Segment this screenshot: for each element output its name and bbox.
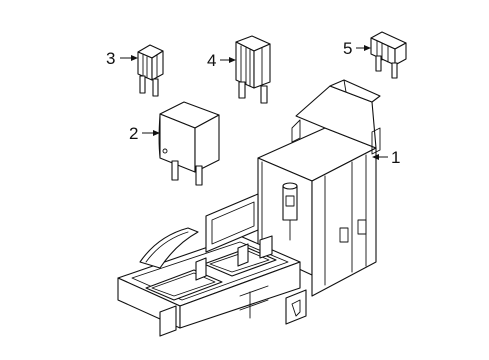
part-3-mini-fuse[interactable] xyxy=(137,44,164,97)
callout-leader-4 xyxy=(220,57,236,63)
part-2-relay[interactable] xyxy=(158,101,220,186)
callout-3-label: 3 xyxy=(106,49,115,68)
callout-1-label: 1 xyxy=(391,148,400,167)
callout-leader-5 xyxy=(356,45,371,51)
callout-5-label: 5 xyxy=(343,39,352,58)
part-5-fuse[interactable] xyxy=(370,31,407,79)
callout-4-label: 4 xyxy=(207,51,216,70)
part-1-fuse-box[interactable] xyxy=(117,79,381,337)
callout-leader-2 xyxy=(142,130,160,136)
callout-leader-1 xyxy=(372,154,388,160)
callout-leader-3 xyxy=(120,55,138,61)
part-4-maxi-fuse[interactable] xyxy=(235,35,271,104)
callout-2-label: 2 xyxy=(129,124,138,143)
